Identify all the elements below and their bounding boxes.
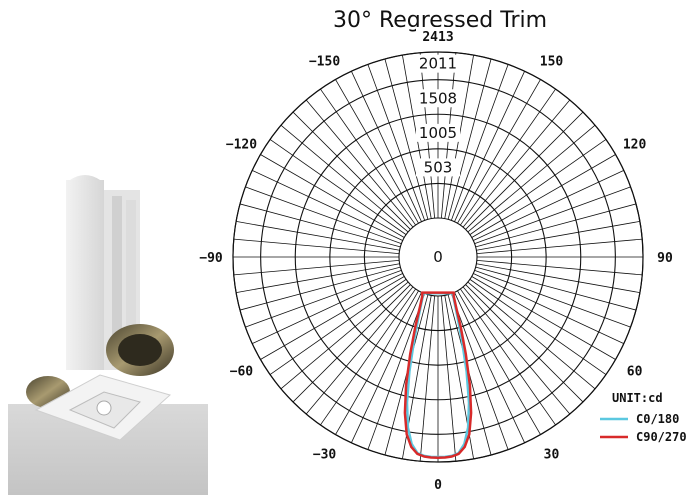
grid-spoke xyxy=(384,58,429,220)
grid-spoke xyxy=(252,273,403,344)
grid-spoke xyxy=(419,295,435,462)
grid-spoke xyxy=(473,170,624,241)
grid-spoke xyxy=(447,58,492,220)
grid-spoke xyxy=(236,221,400,251)
grid-spoke xyxy=(469,279,607,375)
radial-tick-label: 1005 xyxy=(419,124,457,142)
angle-label: −90 xyxy=(199,251,223,266)
grid-spoke xyxy=(367,64,426,221)
grid-spoke xyxy=(233,260,400,276)
grid-spoke xyxy=(269,139,407,235)
grid-spoke xyxy=(476,238,643,254)
grid-spoke xyxy=(457,290,541,435)
radial-label-bg xyxy=(416,54,460,73)
grid-spoke xyxy=(476,260,643,276)
grid-spoke xyxy=(462,286,571,415)
grid-spoke xyxy=(457,79,541,224)
angle-label: −30 xyxy=(313,448,337,463)
grid-spoke xyxy=(239,266,401,311)
grid-spoke xyxy=(465,284,584,403)
angle-label: 0 xyxy=(434,478,442,493)
polar-chart: 0 503 1005 1508 2011 2413 0 30 60 90 120 150 −150 −12… xyxy=(199,27,687,493)
grid-spoke xyxy=(474,269,631,328)
radial-tick-label: 503 xyxy=(424,158,453,176)
angle-label: −120 xyxy=(226,138,257,153)
grid-spoke xyxy=(441,295,457,462)
grid-spoke xyxy=(471,276,616,360)
grid-spoke xyxy=(465,111,584,230)
grid-spoke xyxy=(475,203,637,248)
grid-spoke xyxy=(460,88,556,226)
radial-tick-label: 0 xyxy=(433,248,443,266)
grid-spoke xyxy=(469,139,607,235)
angle-label: 90 xyxy=(657,251,673,266)
grid-spoke xyxy=(320,288,416,426)
angle-label: 30 xyxy=(544,448,560,463)
grid-spoke xyxy=(367,293,426,450)
radial-tick-label: 1508 xyxy=(419,89,457,107)
grid-spoke xyxy=(454,71,525,222)
grid-spoke xyxy=(454,292,525,443)
grid-spoke xyxy=(245,186,402,245)
radial-label-bg xyxy=(416,89,460,108)
grid-spoke xyxy=(260,154,405,238)
unit-label: UNIT:cd xyxy=(612,391,663,405)
radial-tick-label: 2011 xyxy=(419,55,457,73)
grid-spoke xyxy=(476,221,640,251)
grid-spoke xyxy=(473,273,624,344)
grid-spoke xyxy=(475,266,637,311)
grid-spoke xyxy=(467,124,596,233)
grid-spoke xyxy=(239,203,401,248)
grid-spoke xyxy=(460,288,556,426)
radial-label-bg xyxy=(416,123,460,142)
grid-spoke xyxy=(292,111,411,230)
angle-label: −150 xyxy=(309,54,340,69)
grid-spoke xyxy=(351,292,422,443)
series-line xyxy=(403,291,473,459)
grid-spoke xyxy=(280,281,409,390)
grid-spoke xyxy=(269,279,407,375)
angle-label: 60 xyxy=(627,365,643,380)
grid-spoke xyxy=(305,286,414,415)
grid-spoke xyxy=(245,269,402,328)
grid-spoke xyxy=(236,263,400,293)
legend-entry: C90/270 xyxy=(636,430,687,444)
grid-spoke xyxy=(450,293,509,450)
radial-tick-label: 2413 xyxy=(422,30,453,45)
grid-spoke xyxy=(335,290,419,435)
grid-spoke xyxy=(335,79,419,224)
grid-spoke xyxy=(351,71,422,222)
angle-label: 150 xyxy=(540,54,564,69)
grid-spoke xyxy=(450,64,509,221)
grid-spoke xyxy=(320,88,416,226)
grid-spoke xyxy=(260,276,405,360)
product-image xyxy=(8,175,208,495)
grid-spoke xyxy=(305,99,414,228)
radial-label-bg xyxy=(416,248,460,266)
radial-label-bg xyxy=(416,158,460,177)
grid-spoke xyxy=(292,284,411,403)
grid-spoke xyxy=(233,238,400,254)
radial-label-bg xyxy=(416,27,460,45)
angle-label: 120 xyxy=(623,138,647,153)
grid-spoke xyxy=(252,170,403,241)
angle-label: −60 xyxy=(230,365,254,380)
grid-spoke xyxy=(476,263,640,293)
grid-spoke xyxy=(280,124,409,233)
grid-spoke xyxy=(474,186,631,245)
grid-spoke xyxy=(467,281,596,390)
grid-spoke xyxy=(462,99,571,228)
legend-entry: C0/180 xyxy=(636,412,679,426)
grid-spoke xyxy=(471,154,616,238)
